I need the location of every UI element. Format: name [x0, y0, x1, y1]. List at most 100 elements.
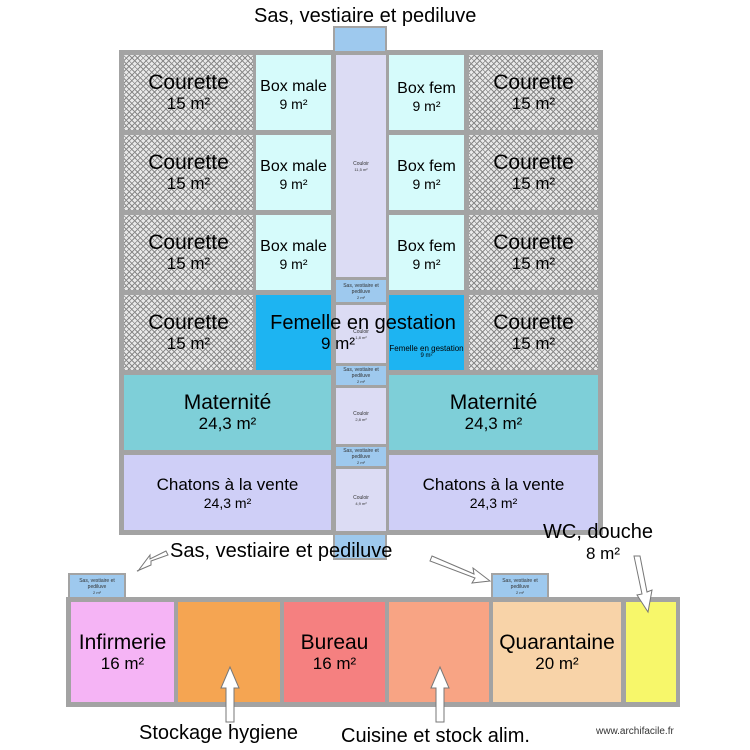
sas-corridor-exit[interactable] [333, 533, 387, 560]
room-name: Courette [493, 71, 574, 94]
sas-lower-left[interactable]: Sas, vestiaire et pediluve 2 m² [68, 573, 126, 599]
room-name: Box fem [397, 158, 456, 175]
couloir-4[interactable]: Couloir 4,9 m² [336, 469, 386, 531]
box-fem-1[interactable]: Box fem 9 m² [389, 55, 464, 130]
room-area: 1,8 m² [355, 334, 367, 340]
room-name: Courette [148, 71, 229, 94]
femelle-gestation-name: Femelle en gestation [270, 312, 456, 334]
femelle-small-name: Femelle en gestation [389, 344, 464, 353]
room-name: Courette [493, 231, 574, 254]
femelle-small-area: 9 m² [420, 353, 433, 359]
room-name: Box male [260, 158, 327, 175]
room-name: Sas, vestiaire et pediluve [343, 367, 379, 379]
maternite-right[interactable]: Maternité 24,3 m² [389, 375, 598, 450]
room-area: 15 m² [511, 94, 556, 113]
room-name: Couloir [353, 410, 369, 417]
courette-1[interactable]: Courette 15 m² [124, 55, 253, 130]
femelle-gestation-left[interactable] [256, 295, 331, 370]
couloir-3[interactable]: Couloir 2,8 m² [336, 388, 386, 444]
couloir-1[interactable]: Couloir 11,5 m² [336, 55, 386, 277]
chatons-right[interactable]: Chatons à la vente 24,3 m² [389, 455, 598, 530]
room-area: 9 m² [279, 256, 308, 272]
room-name: Couloir [353, 494, 369, 501]
box-fem-2[interactable]: Box fem 9 m² [389, 135, 464, 210]
room-area: 24,3 m² [203, 494, 252, 511]
sas-small-3[interactable]: Sas, vestiaire et pediluve 2 m² [336, 447, 386, 466]
courette-4[interactable]: Courette 15 m² [469, 135, 598, 210]
wc-area-label: 8 m² [586, 544, 620, 563]
couloir-2[interactable]: Couloir 1,8 m² [336, 305, 386, 363]
room-area: 9 m² [412, 176, 441, 192]
room-name: Quarantaine [499, 630, 615, 654]
arrow-kitchen-icon [430, 665, 450, 723]
room-area: 15 m² [511, 334, 556, 353]
room-name: Maternité [183, 391, 272, 414]
femelle-gestation-area: 9 m² [321, 334, 355, 353]
room-area: 4,9 m² [355, 500, 367, 506]
room-area: 2 m² [357, 294, 365, 300]
room-name: Box male [260, 238, 327, 255]
room-name: Chatons à la vente [422, 474, 565, 494]
arrow-storage-icon [220, 665, 240, 723]
courette-3[interactable]: Courette 15 m² [124, 135, 253, 210]
box-fem-3[interactable]: Box fem 9 m² [389, 215, 464, 290]
courette-6[interactable]: Courette 15 m² [469, 215, 598, 290]
room-name: Sas, vestiaire et pediluve [343, 282, 379, 295]
sas-top-label: Sas, vestiaire et pediluve [254, 5, 477, 27]
chatons-left[interactable]: Chatons à la vente 24,3 m² [124, 455, 331, 530]
room-area: 15 m² [511, 254, 556, 273]
wc-douche[interactable] [626, 602, 676, 702]
room-area: 2 m² [93, 589, 101, 595]
courette-7[interactable]: Courette 15 m² [124, 295, 253, 370]
room-area: 15 m² [166, 174, 211, 193]
infirmerie[interactable]: Infirmerie 16 m² [71, 602, 174, 702]
sas-lower-right[interactable]: Sas, vestiaire et pediluve 2 m² [491, 573, 549, 599]
sas-small-2[interactable]: Sas, vestiaire et pediluve 2 m² [336, 366, 386, 385]
courette-2[interactable]: Courette 15 m² [469, 55, 598, 130]
room-area: 2 m² [357, 379, 365, 384]
room-area: 15 m² [166, 334, 211, 353]
arrow-wc-icon [633, 555, 653, 614]
courette-5[interactable]: Courette 15 m² [124, 215, 253, 290]
femelle-gestation-right[interactable]: Femelle en gestation 9 m² [389, 295, 464, 370]
room-area: 16 m² [100, 653, 145, 673]
box-male-3[interactable]: Box male 9 m² [256, 215, 331, 290]
bureau[interactable]: Bureau 16 m² [284, 602, 385, 702]
room-name: Courette [148, 311, 229, 334]
room-name: Box male [260, 78, 327, 95]
room-area: 15 m² [166, 254, 211, 273]
sas-top-entrance[interactable] [333, 26, 387, 53]
room-area: 16 m² [312, 653, 357, 673]
room-name: Sas, vestiaire et pediluve [502, 577, 538, 590]
room-name: Infirmerie [78, 630, 167, 654]
room-area: 15 m² [166, 94, 211, 113]
box-male-2[interactable]: Box male 9 m² [256, 135, 331, 210]
room-area: 9 m² [412, 98, 441, 114]
room-area: 2 m² [357, 460, 365, 465]
room-name: Maternité [449, 391, 538, 414]
room-name: Courette [493, 311, 574, 334]
box-male-1[interactable]: Box male 9 m² [256, 55, 331, 130]
maternite-left[interactable]: Maternité 24,3 m² [124, 375, 331, 450]
room-name: Couloir [353, 328, 369, 335]
storage-label: Stockage hygiene [139, 722, 299, 744]
room-name: Sas, vestiaire et pediluve [343, 448, 379, 460]
room-name: Couloir [353, 160, 369, 167]
arrow-left-icon [136, 550, 169, 572]
kitchen-label: Cuisine et stock alim. [341, 725, 530, 747]
room-area: 20 m² [535, 653, 579, 673]
quarantaine[interactable]: Quarantaine 20 m² [493, 602, 621, 702]
room-area: 2 m² [516, 589, 524, 595]
room-name: Chatons à la vente [156, 474, 299, 494]
room-area: 24,3 m² [198, 414, 257, 433]
sas-small-1[interactable]: Sas, vestiaire et pediluve 2 m² [336, 280, 386, 302]
room-name: Box fem [397, 80, 456, 97]
room-area: 11,5 m² [354, 166, 368, 172]
room-name: Bureau [300, 630, 369, 654]
room-area: 9 m² [279, 96, 308, 112]
courette-8[interactable]: Courette 15 m² [469, 295, 598, 370]
room-name: Sas, vestiaire et pediluve [79, 577, 115, 590]
room-area: 24,3 m² [464, 414, 523, 433]
room-area: 9 m² [412, 256, 441, 272]
